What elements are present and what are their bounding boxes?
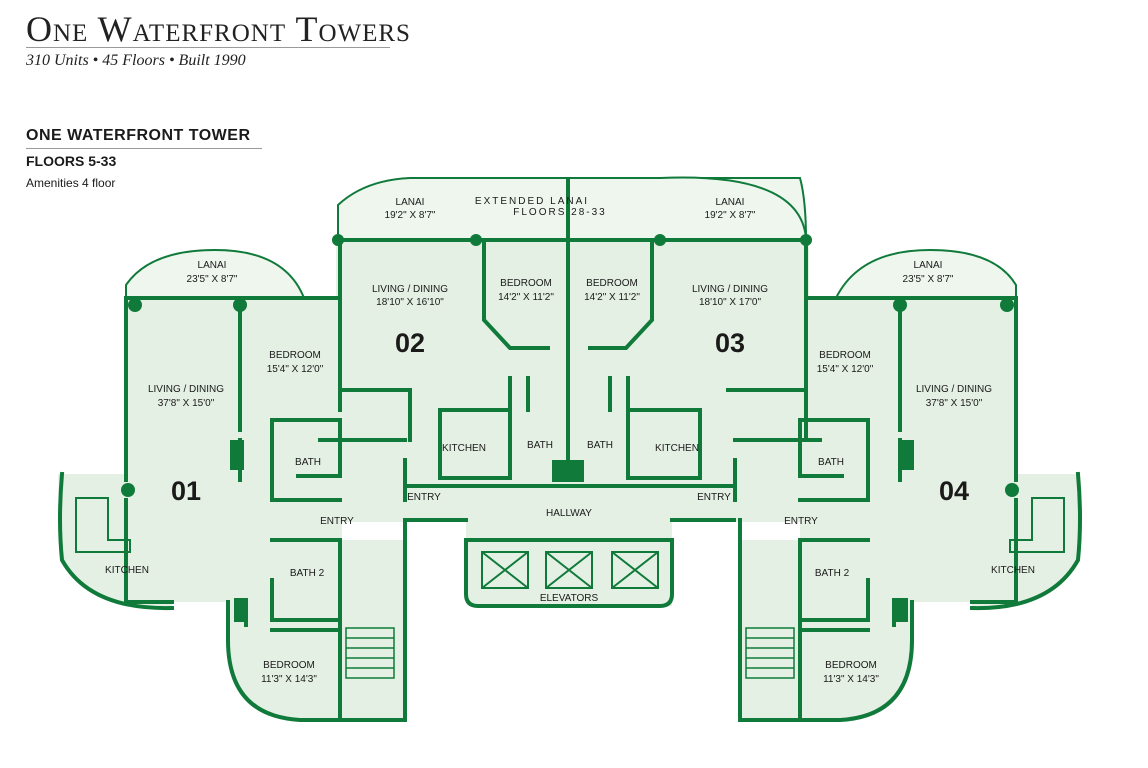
room-dimension: 14'2" X 11'2" <box>498 292 554 303</box>
room-dimension: 19'2" X 8'7" <box>705 210 756 221</box>
room-label: ENTRY <box>407 492 441 503</box>
room-label: LANAI <box>198 260 227 271</box>
room-label: BEDROOM <box>263 660 315 671</box>
wall-columns <box>121 234 1019 622</box>
stairwells <box>345 627 795 679</box>
unit-number-02: 02 <box>395 328 425 358</box>
room-label: LIVING / DINING <box>372 284 448 295</box>
room-label: KITCHEN <box>105 565 149 576</box>
kitchen-counters <box>75 497 1065 553</box>
room-label: BATH <box>527 440 553 451</box>
room-dimension: 23'5" X 8'7" <box>187 274 238 285</box>
floor-fills <box>58 240 1080 720</box>
building-stats: 310 Units • 45 Floors • Built 1990 <box>26 52 246 69</box>
room-label: BEDROOM <box>500 278 552 289</box>
room-label: BATH <box>818 457 844 468</box>
elevators-label: ELEVATORS <box>540 593 599 604</box>
room-label: ENTRY <box>784 516 818 527</box>
lanai-fills <box>125 176 1017 299</box>
extended-lanai-label: EXTENDED LANAI <box>475 196 589 207</box>
unit-number-04: 04 <box>939 476 969 506</box>
section-divider <box>26 148 262 149</box>
room-dimension: 18'10" X 16'10" <box>376 297 444 308</box>
room-label: BEDROOM <box>819 350 871 361</box>
floor-range: FLOORS 5-33 <box>26 153 117 169</box>
room-dimension: 11'3" X 14'3" <box>261 674 317 685</box>
room-dimension: 23'5" X 8'7" <box>903 274 954 285</box>
room-label: BEDROOM <box>269 350 321 361</box>
tower-name: ONE WATERFRONT TOWER <box>26 127 251 144</box>
elevator-cars <box>481 551 659 589</box>
room-dimension: 37'8" X 15'0" <box>158 398 215 409</box>
room-label: BATH 2 <box>815 568 850 579</box>
room-label: KITCHEN <box>991 565 1035 576</box>
room-label: KITCHEN <box>442 443 486 454</box>
hallway-label: HALLWAY <box>546 508 592 519</box>
room-dimension: 11'3" X 14'3" <box>823 674 879 685</box>
room-label: LANAI <box>716 197 745 208</box>
unit-number-01: 01 <box>171 476 201 506</box>
room-label: BEDROOM <box>825 660 877 671</box>
room-label: BATH 2 <box>290 568 325 579</box>
room-label: LIVING / DINING <box>148 384 224 395</box>
room-dimension: 37'8" X 15'0" <box>926 398 983 409</box>
amenities-note: Amenities 4 floor <box>26 176 116 190</box>
room-dimension: 18'10" X 17'0" <box>699 297 762 308</box>
room-dimension: 15'4" X 12'0" <box>817 364 874 375</box>
room-label: LANAI <box>396 197 425 208</box>
room-label: LIVING / DINING <box>692 284 768 295</box>
room-label: LANAI <box>914 260 943 271</box>
building-name: One Waterfront Towers <box>26 9 411 49</box>
room-dimension: 15'4" X 12'0" <box>267 364 324 375</box>
room-dimension: 14'2" X 11'2" <box>584 292 640 303</box>
room-label: BATH <box>295 457 321 468</box>
room-dimension: 19'2" X 8'7" <box>385 210 436 221</box>
room-label: KITCHEN <box>655 443 699 454</box>
room-label: BATH <box>587 440 613 451</box>
room-label: LIVING / DINING <box>916 384 992 395</box>
room-label: ENTRY <box>697 492 731 503</box>
extended-lanai-floors: FLOORS 28-33 <box>513 207 606 218</box>
room-label: BEDROOM <box>586 278 638 289</box>
title-divider <box>26 47 390 48</box>
room-label: ENTRY <box>320 516 354 527</box>
unit-number-03: 03 <box>715 328 745 358</box>
